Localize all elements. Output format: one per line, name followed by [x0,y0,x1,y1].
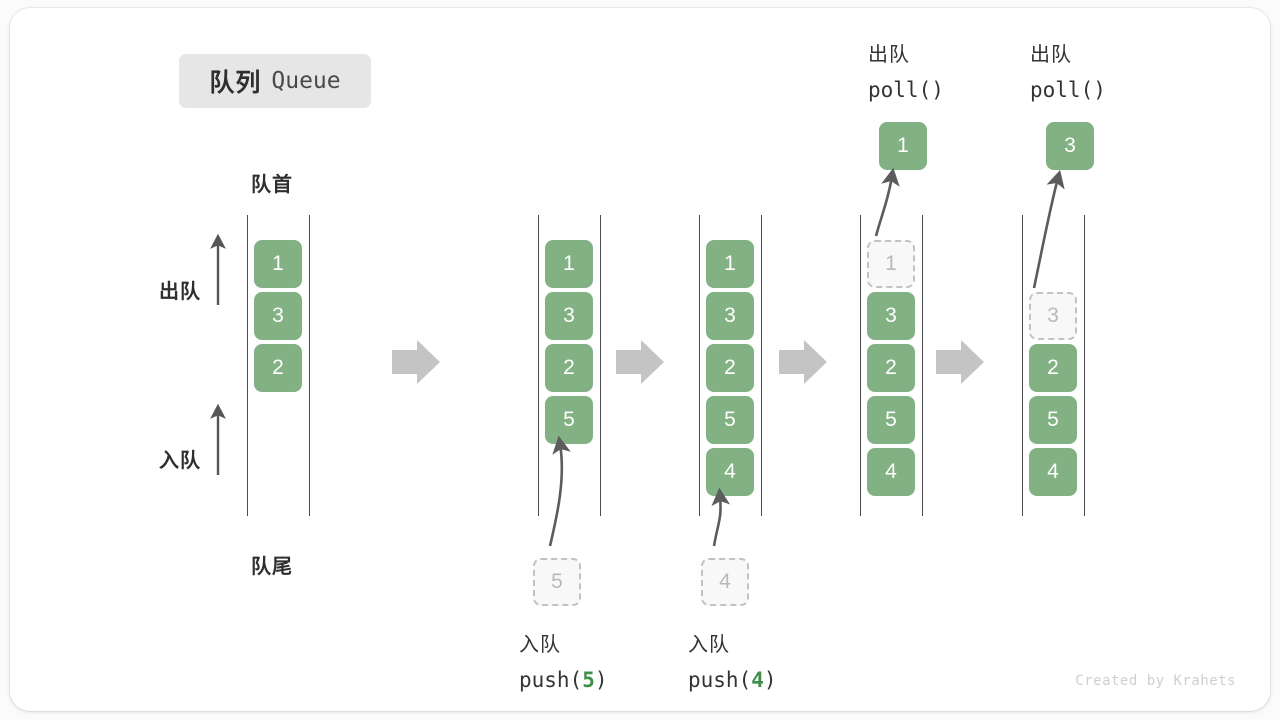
push5-caption-code: push(5) [519,668,608,692]
diagram-card: 队列 Queue 队首 队尾 出队 入队 1 3 2 1 3 2 5 5 入队 … [10,8,1270,711]
title-badge: 队列 Queue [179,54,371,108]
push4-caption: 入队 push(4) [688,628,777,698]
push5-caption: 入队 push(5) [519,628,608,698]
stage-poll3-rail-right [1084,215,1085,516]
stage-poll3-rail-left [1022,215,1023,516]
push5-caption-cn: 入队 [519,634,561,656]
stage-poll1-rail-right [922,215,923,516]
poll1-caption-cn: 出队 [868,44,910,66]
poll3-caption-cn: 出队 [1030,44,1072,66]
removed-element-slot: 3 [1029,292,1077,340]
credit-text: Created by Krahets [1075,673,1236,689]
queue-element: 2 [545,344,593,392]
poll3-caption-code: poll() [1030,78,1106,102]
title-chinese: 队列 [209,69,262,97]
queue-rear-label: 队尾 [251,556,293,578]
queue-element: 5 [867,396,915,444]
polled-element: 1 [879,122,927,170]
removed-element-slot: 1 [867,240,915,288]
queue-element: 2 [254,344,302,392]
stage-push4-rail-left [699,215,700,516]
dequeue-direction-label: 出队 [159,281,201,303]
stage-initial-rail-left [247,215,248,516]
queue-element: 2 [706,344,754,392]
queue-element: 1 [545,240,593,288]
queue-element: 4 [1029,448,1077,496]
queue-element: 2 [867,344,915,392]
poll1-caption: 出队 poll() [868,38,944,108]
stage-initial-rail-right [309,215,310,516]
push4-caption-cn: 入队 [688,634,730,656]
stage-push5-rail-right [600,215,601,516]
push4-argument: 4 [751,668,764,692]
queue-element: 4 [867,448,915,496]
queue-element: 3 [254,292,302,340]
stage-push4-rail-right [761,215,762,516]
stage-push5-rail-left [538,215,539,516]
queue-element: 2 [1029,344,1077,392]
queue-element-new: 5 [545,396,593,444]
pending-push-element: 5 [533,558,581,606]
queue-element: 1 [706,240,754,288]
queue-element: 1 [254,240,302,288]
queue-element-new: 4 [706,448,754,496]
enqueue-direction-label: 入队 [159,450,201,472]
title-english: Queue [271,68,341,94]
queue-element: 3 [706,292,754,340]
push5-argument: 5 [582,668,595,692]
pending-push-element: 4 [701,558,749,606]
push4-caption-code: push(4) [688,668,777,692]
queue-front-label: 队首 [251,174,293,196]
queue-element: 3 [545,292,593,340]
poll3-caption: 出队 poll() [1030,38,1106,108]
polled-element: 3 [1046,122,1094,170]
queue-element: 3 [867,292,915,340]
queue-element: 5 [706,396,754,444]
poll1-caption-code: poll() [868,78,944,102]
queue-element: 5 [1029,396,1077,444]
stage-poll1-rail-left [860,215,861,516]
